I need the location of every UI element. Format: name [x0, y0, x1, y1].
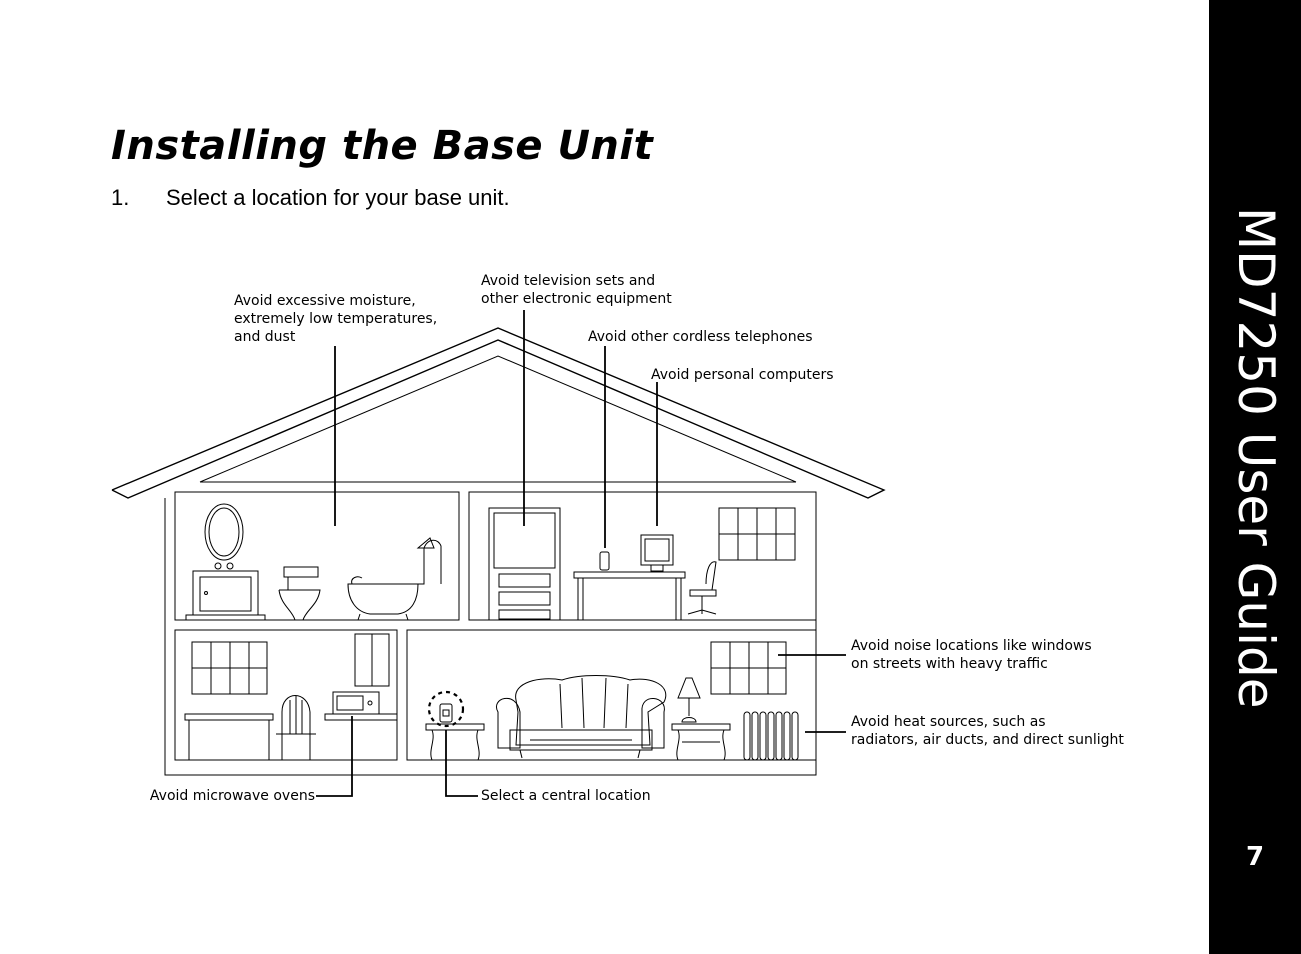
callout-central: Select a central location — [481, 788, 651, 804]
roof — [111, 327, 886, 776]
callout-television: Avoid television sets and other electron… — [481, 273, 672, 307]
central-location-marker — [427, 690, 465, 728]
callout-computers: Avoid personal computers — [651, 367, 834, 383]
kitchen — [184, 633, 398, 760]
sidebar — [1209, 0, 1301, 954]
callout-heat: Avoid heat sources, such as radiators, a… — [851, 714, 1124, 748]
page-title: Installing the Base Unit — [111, 123, 654, 169]
step-text: Select a location for your base unit. — [166, 185, 510, 210]
page-number: 7 — [1245, 842, 1265, 872]
callout-moisture: Avoid excessive moisture, extremely low … — [234, 293, 442, 345]
rooms — [174, 491, 817, 761]
living-room — [425, 641, 799, 761]
bathroom — [185, 503, 442, 621]
callout-lines — [316, 310, 846, 797]
callout-noise: Avoid noise locations like windows on st… — [851, 638, 1096, 672]
callout-microwave: Avoid microwave ovens — [150, 788, 315, 804]
step-number: 1. — [111, 185, 130, 210]
guide-title: MD7250 User Guide — [1227, 207, 1285, 709]
radiator — [743, 711, 799, 761]
callout-cordless: Avoid other cordless telephones — [588, 329, 813, 345]
office — [488, 507, 796, 621]
step-1: 1. Select a location for your base unit. — [111, 184, 510, 212]
